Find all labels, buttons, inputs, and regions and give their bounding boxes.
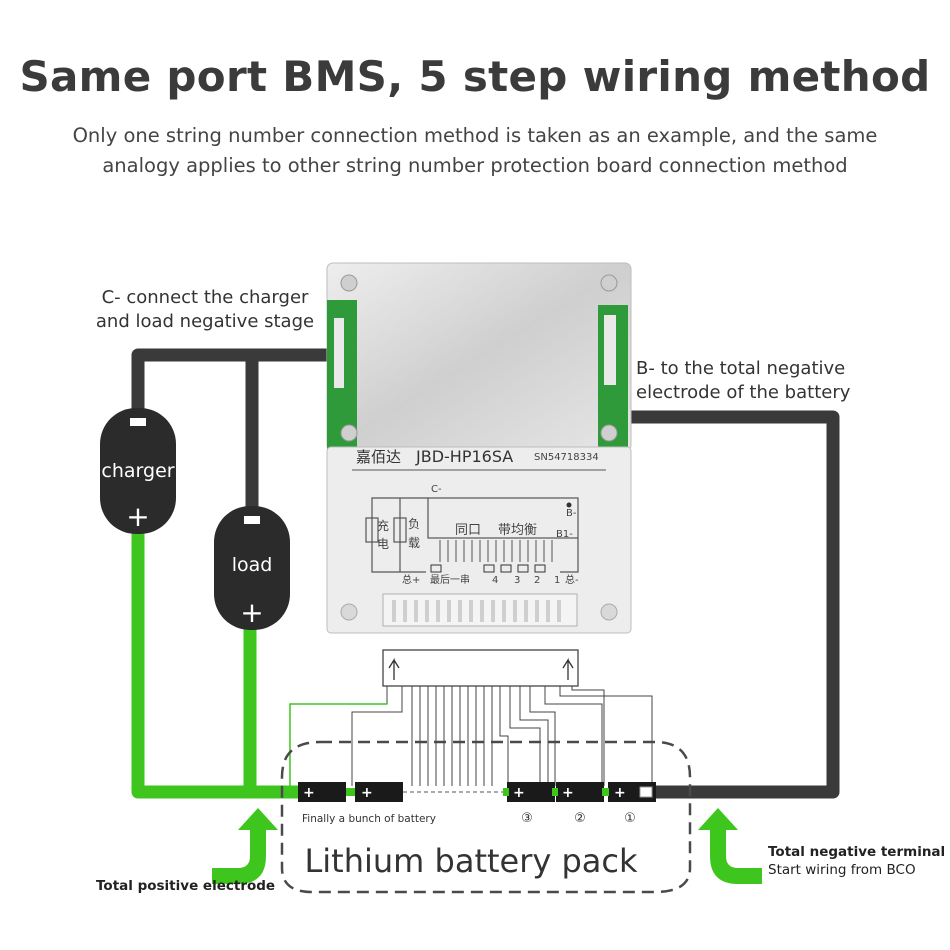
total-minus-label: 总- xyxy=(565,573,579,586)
cell-2-label: ② xyxy=(574,811,586,826)
cell-num-3: 3 xyxy=(514,575,520,586)
load-label: load xyxy=(232,554,273,576)
balance-label: 带均衡 xyxy=(498,523,537,538)
charge-label-1: 充 xyxy=(377,518,389,533)
cell-last-plus: + xyxy=(303,785,315,801)
b-minus-note-line-1: B- to the total negative xyxy=(636,358,846,379)
c-minus-note-line-2: and load negative stage xyxy=(95,311,315,332)
load-pill: load + xyxy=(214,506,290,630)
board-model: JBD-HP16SA xyxy=(415,447,513,466)
last-battery-label: Finally a bunch of battery xyxy=(302,813,436,825)
total-positive-arrow-icon xyxy=(212,808,278,884)
board-brand: 嘉佰达 xyxy=(356,448,401,466)
bms-board: 嘉佰达 JBD-HP16SA SN54718334 C- B- B1- 充 电 … xyxy=(326,262,632,634)
positive-wires xyxy=(131,525,298,799)
cell-1-label: ① xyxy=(624,811,636,826)
balance-harness xyxy=(289,649,653,786)
subtitle-line-1: Only one string number connection method… xyxy=(72,124,878,147)
cell-num-2: 2 xyxy=(534,575,540,586)
cell-2-plus: + xyxy=(562,785,574,801)
cell-3-label: ③ xyxy=(521,811,533,826)
charger-label: charger xyxy=(101,460,174,482)
total-negative-arrow-icon xyxy=(698,808,762,884)
page-title: Same port BMS, 5 step wiring method xyxy=(19,52,931,101)
b-minus-note: B- to the total negative electrode of th… xyxy=(636,357,876,405)
cell-3-plus: + xyxy=(513,785,525,801)
load-plus-icon: + xyxy=(240,596,263,629)
port-c-minus: C- xyxy=(431,484,442,495)
charger-pill: charger + xyxy=(100,408,176,534)
c-minus-wire xyxy=(131,348,330,410)
same-port-label: 同口 xyxy=(455,523,481,538)
negative-wires xyxy=(131,348,840,799)
b-minus-wire xyxy=(628,410,840,799)
board-serial: SN54718334 xyxy=(534,452,599,463)
c-minus-note-line-1: C- connect the charger xyxy=(101,287,309,308)
total-positive-label: Total positive electrode xyxy=(96,878,276,894)
c-minus-note: C- connect the charger and load negative… xyxy=(92,286,318,334)
cell-1-plus: + xyxy=(614,785,626,801)
battery-pack-label: Lithium battery pack xyxy=(304,842,638,880)
charger-plus-icon: + xyxy=(126,500,149,533)
subtitle-line-2: analogy applies to other string number p… xyxy=(102,154,848,177)
start-wiring-label: Start wiring from BCO xyxy=(768,862,916,878)
cell-next-plus: + xyxy=(361,785,373,801)
b-minus-note-line-2: electrode of the battery xyxy=(636,382,851,403)
port-b-minus: B- xyxy=(566,508,577,519)
total-negative-label: Total negative terminal xyxy=(768,844,946,860)
total-plus-label: 总+ xyxy=(402,573,420,586)
cell-num-4: 4 xyxy=(492,575,498,586)
battery-pack-outline xyxy=(280,740,692,894)
load-label-1: 负 xyxy=(408,517,420,531)
battery-cells xyxy=(298,782,656,802)
port-b1-minus: B1- xyxy=(556,529,573,540)
charge-label-2: 电 xyxy=(377,537,389,551)
load-label-2: 载 xyxy=(408,536,420,550)
cell-num-1: 1 xyxy=(554,575,560,586)
last-string-label: 最后一串 xyxy=(430,574,470,586)
